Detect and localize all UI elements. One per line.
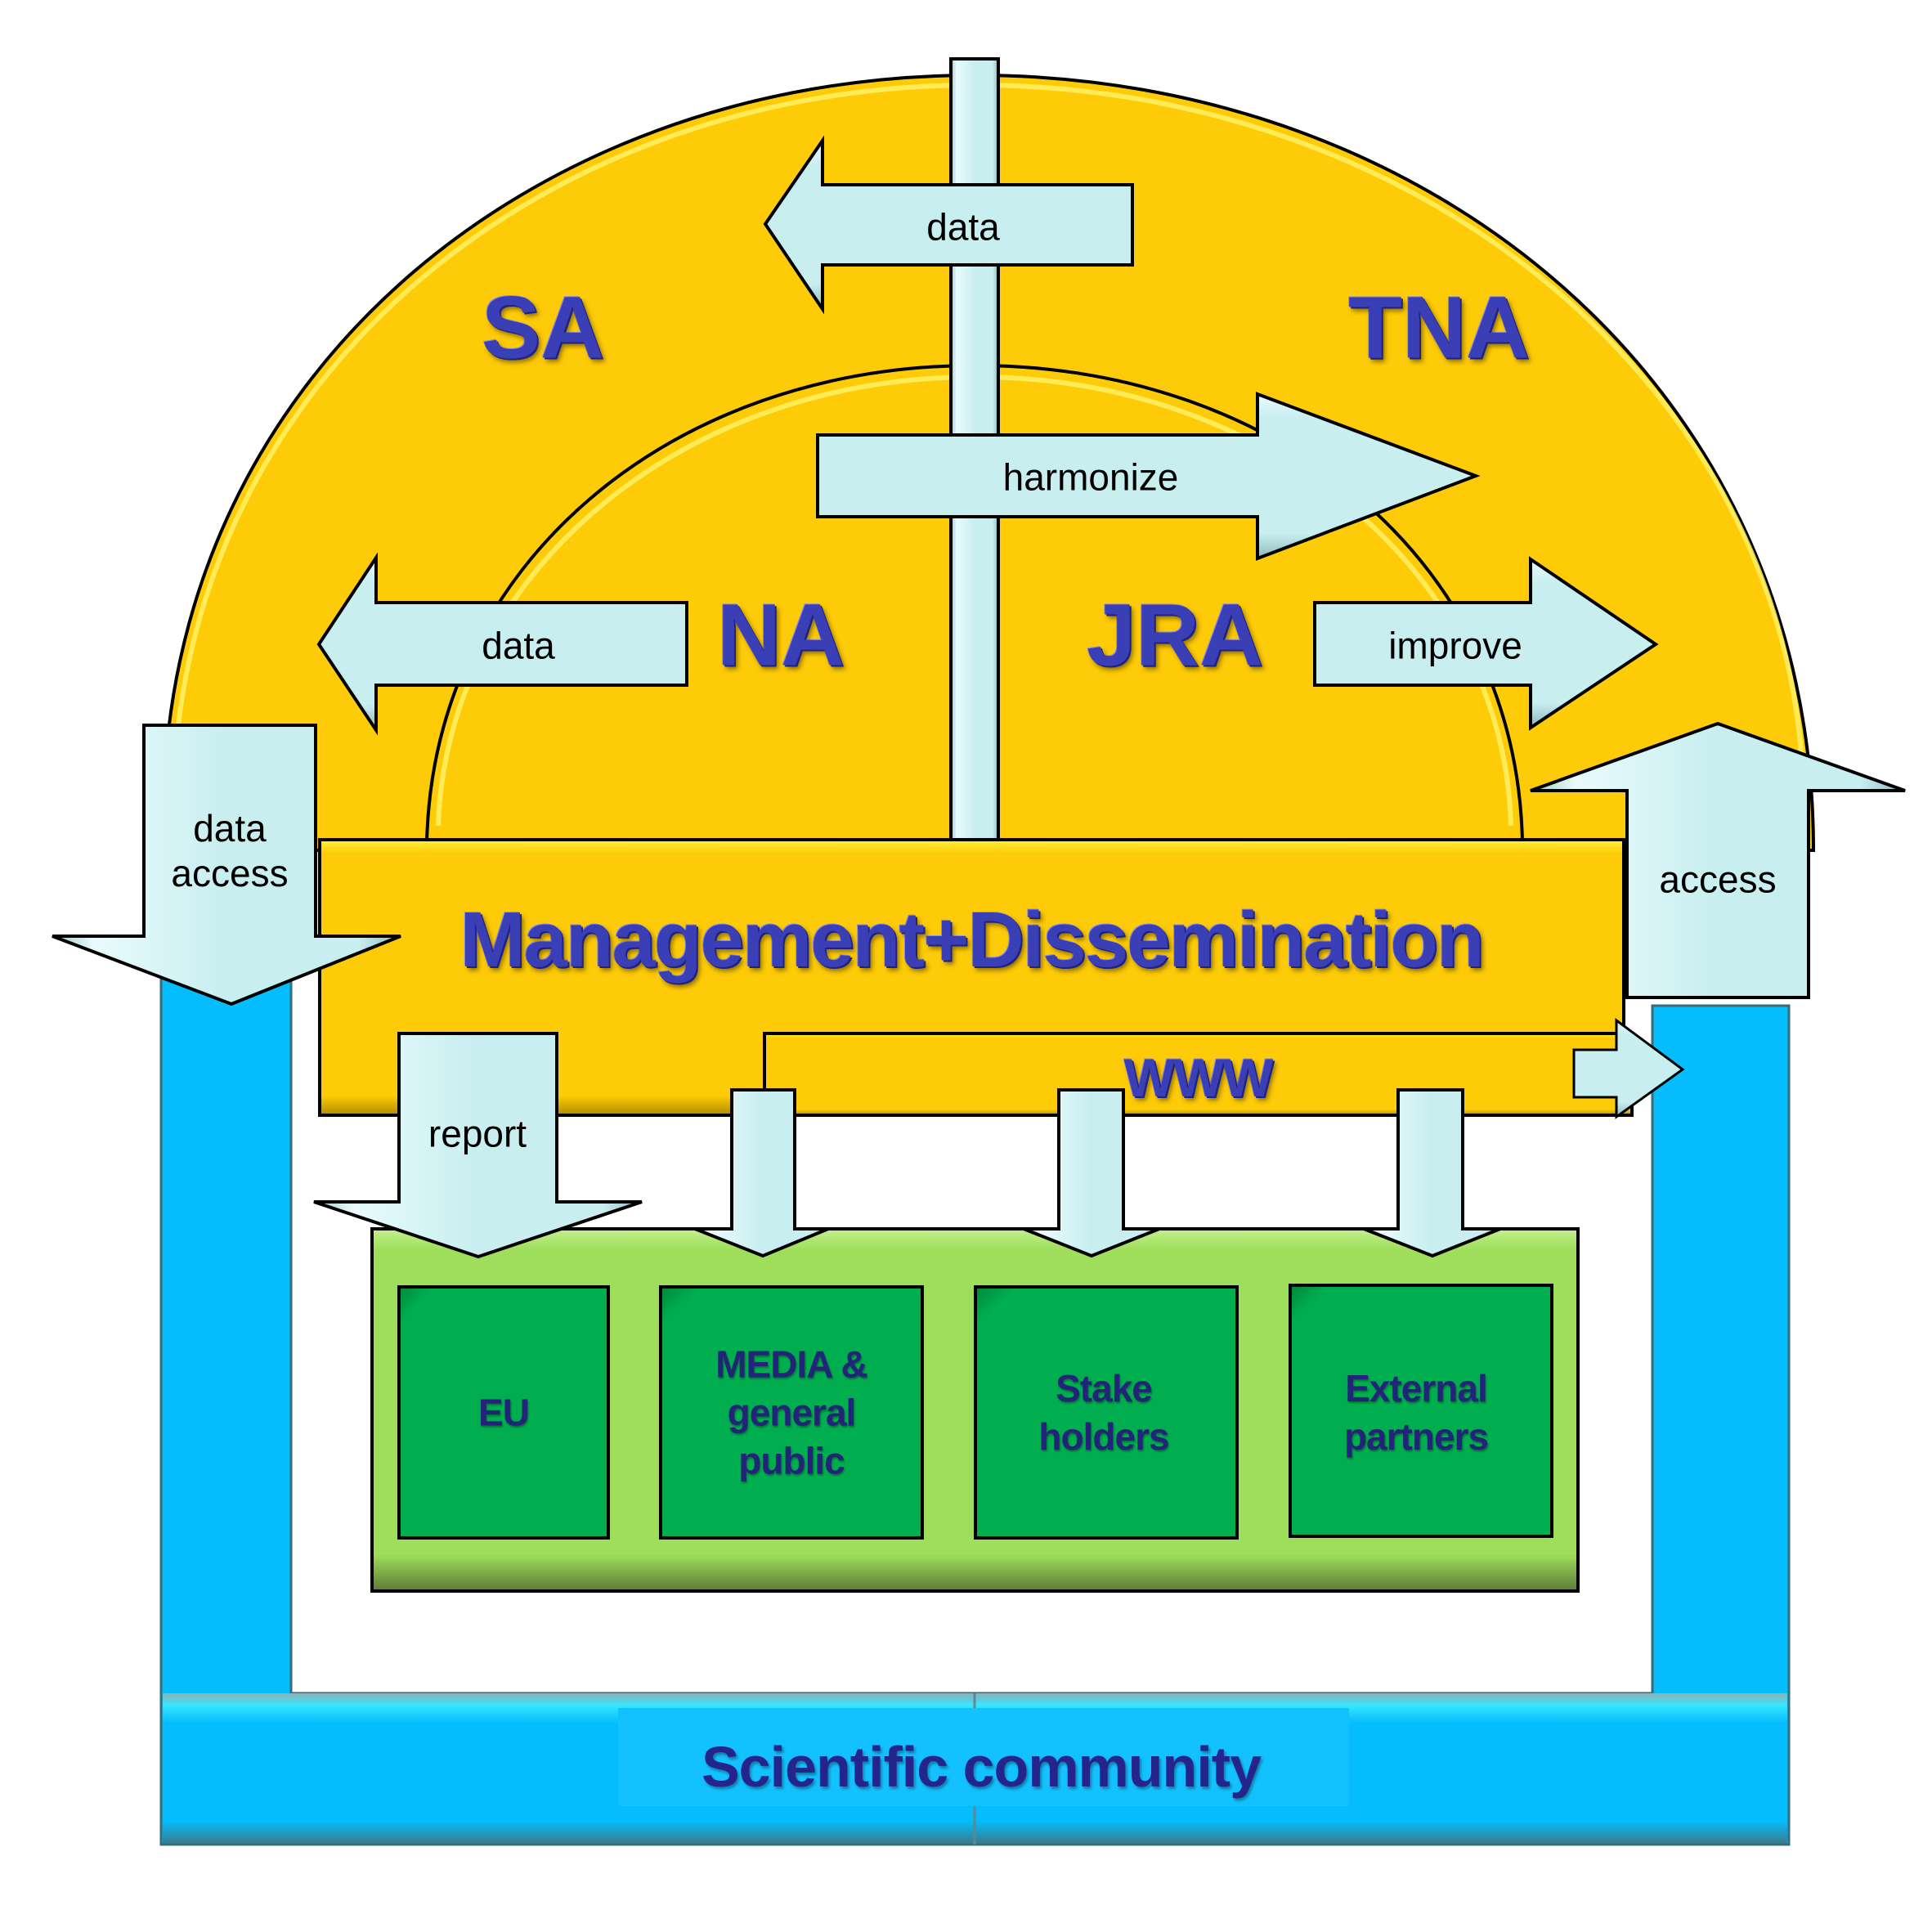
management-dissemination-label: Management+Dissemination: [459, 896, 1485, 984]
audience-eu-line-1: EU: [478, 1391, 530, 1434]
data-access-arrow-shape: [52, 724, 401, 1006]
na-data-arrow-shape: [316, 552, 688, 736]
zone-label-jra: JRA: [1086, 585, 1264, 684]
audience-stakeholders-line-1: Stake: [1056, 1367, 1153, 1410]
www-label: WWW: [1123, 1047, 1274, 1108]
access-arrow-shape: [1530, 721, 1906, 999]
audience-box-media-shape: [659, 1285, 924, 1540]
access-arrow-label: access: [1659, 858, 1777, 901]
scientific-community-label: Scientific community: [701, 1735, 1262, 1799]
www-arrow-stakeholders-shape: [1023, 1088, 1160, 1258]
www-box-shape: [763, 1032, 1634, 1117]
data-access-line-2: access: [171, 852, 289, 894]
zone-label-sa: SA: [481, 277, 605, 377]
top-data-arrow-label: data: [926, 205, 1000, 249]
audience-stakeholders-line-2: holders: [1038, 1415, 1169, 1458]
audience-label-eu: EU: [478, 1389, 530, 1437]
www-arrow-media-shape: [694, 1088, 829, 1258]
improve-arrow-label: improve: [1388, 624, 1522, 667]
audience-media-line-2: general: [727, 1391, 857, 1434]
zone-label-tna: TNA: [1348, 277, 1530, 377]
audience-label-external: External partners: [1343, 1365, 1489, 1461]
audience-media-line-3: public: [738, 1439, 845, 1482]
audience-label-media: MEDIA & general public: [715, 1341, 868, 1486]
www-side-arrow-shape: [1572, 1018, 1685, 1119]
data-access-arrow-label: data access: [171, 806, 288, 896]
audience-external-line-2: partners: [1343, 1415, 1489, 1458]
data-access-line-1: data: [193, 806, 267, 849]
report-arrow-shape: [313, 1032, 643, 1259]
audience-label-stakeholders: Stake holders: [1038, 1365, 1169, 1461]
zone-label-na: NA: [717, 585, 845, 684]
improve-arrow-shape: [1313, 556, 1659, 731]
audience-box-stakeholders-shape: [974, 1285, 1239, 1540]
audience-box-external-shape: [1289, 1284, 1553, 1538]
report-arrow-label: report: [428, 1112, 527, 1155]
audience-box-eu-shape: [397, 1285, 610, 1540]
top-data-arrow-shape: [763, 135, 1134, 315]
audience-media-line-1: MEDIA &: [715, 1343, 868, 1386]
harmonize-arrow-label: harmonize: [1002, 455, 1179, 499]
harmonize-arrow-shape: [816, 392, 1481, 561]
audience-external-line-1: External: [1345, 1367, 1488, 1410]
www-arrow-external-shape: [1363, 1088, 1501, 1258]
na-data-arrow-label: data: [482, 624, 555, 667]
community-label-bg: [618, 1708, 1349, 1806]
